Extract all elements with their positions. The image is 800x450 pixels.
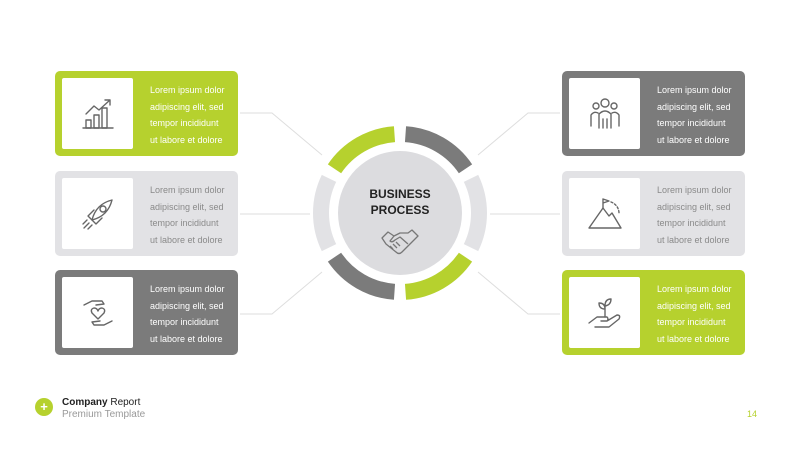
rocket-icon (62, 178, 133, 249)
hands-heart-icon (62, 277, 133, 348)
process-ring (313, 126, 487, 300)
title-line-2: PROCESS (370, 203, 430, 217)
handshake-icon (380, 228, 420, 263)
ring-segment-right (463, 174, 487, 252)
footer-plus-icon: + (35, 398, 53, 416)
ring-segment-left (313, 174, 337, 252)
connector-lines (240, 112, 560, 315)
center-title: BUSINESS PROCESS (340, 186, 460, 218)
bar-chart-growth-icon (62, 78, 133, 149)
ring-segment-bottom-right (404, 252, 473, 300)
ring-segment-top-right (404, 126, 473, 174)
ring-segment-top-left (327, 126, 396, 174)
footer-company: Company Report (62, 397, 141, 408)
footer-subtitle: Premium Template (62, 409, 146, 420)
title-line-1: BUSINESS (369, 187, 431, 201)
center-circle (338, 151, 462, 275)
mountain-flag-icon (569, 178, 640, 249)
page-number: 14 (747, 409, 758, 419)
hand-plant-icon (569, 277, 640, 348)
ring-segment-bottom-left (327, 252, 396, 300)
team-icon (569, 78, 640, 149)
